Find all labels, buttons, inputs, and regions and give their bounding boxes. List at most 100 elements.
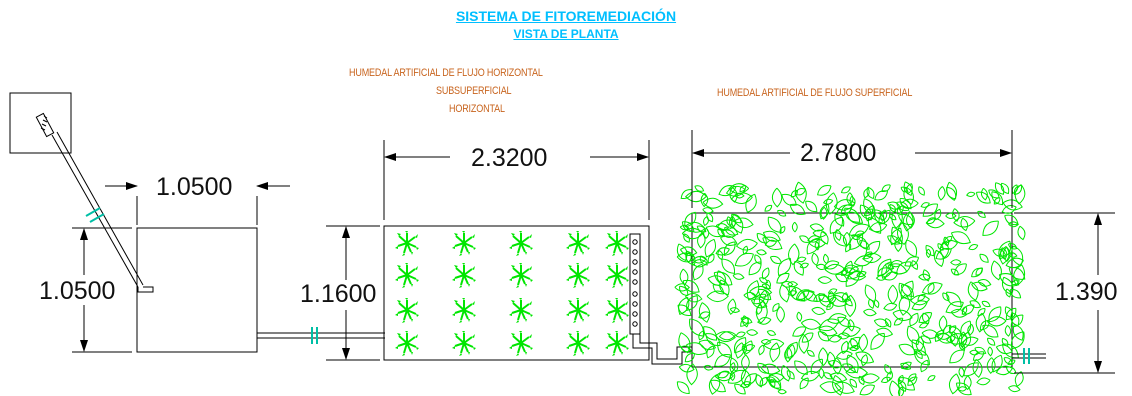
leaf-mark bbox=[887, 201, 902, 210]
leaf-mark bbox=[993, 197, 1001, 205]
leaf-mark bbox=[816, 185, 832, 196]
leaf-mark bbox=[793, 260, 804, 276]
leaf-mark bbox=[915, 350, 923, 360]
leaf-mark bbox=[777, 209, 787, 217]
leaf-mark bbox=[704, 238, 717, 258]
leaf-mark bbox=[948, 373, 961, 395]
leaf-mark bbox=[1008, 385, 1021, 393]
leaf-mark bbox=[756, 304, 763, 316]
leaf-mark bbox=[1004, 325, 1012, 337]
leaf-mark bbox=[889, 380, 901, 396]
leaf-mark bbox=[818, 347, 829, 367]
leaf-mark bbox=[851, 234, 861, 241]
leaf-mark bbox=[725, 185, 746, 197]
leaf-mark bbox=[963, 362, 979, 377]
leaf-mark bbox=[892, 309, 913, 321]
leaf-mark bbox=[754, 254, 762, 265]
leaf-mark bbox=[1010, 331, 1025, 350]
leaf-mark bbox=[1014, 371, 1024, 387]
leaf-mark bbox=[942, 292, 950, 302]
leaf-mark bbox=[980, 187, 988, 201]
leaf-mark bbox=[700, 192, 709, 208]
leaf-mark bbox=[755, 374, 764, 388]
leaf-mark bbox=[1008, 266, 1026, 280]
leaf-mark bbox=[823, 372, 833, 380]
leaf-mark bbox=[900, 284, 914, 297]
leaf-mark bbox=[741, 354, 750, 371]
leaf-mark bbox=[714, 353, 731, 367]
leaf-mark bbox=[975, 312, 987, 333]
leaf-mark bbox=[776, 272, 790, 284]
leaf-mark bbox=[684, 352, 695, 363]
leaf-mark bbox=[963, 375, 972, 391]
leaf-mark bbox=[702, 197, 724, 209]
leaf-mark bbox=[900, 362, 912, 370]
leaf-mark bbox=[927, 282, 935, 295]
leaf-mark bbox=[897, 213, 915, 225]
leaf-mark bbox=[706, 290, 729, 303]
leaf-mark bbox=[853, 255, 874, 267]
plant-icon bbox=[394, 297, 420, 324]
leaf-mark bbox=[909, 312, 919, 327]
leaf-mark bbox=[679, 268, 689, 286]
leaf-mark bbox=[769, 342, 781, 363]
leaf-mark bbox=[786, 370, 795, 380]
leaf-mark bbox=[845, 366, 869, 379]
leaf-mark bbox=[934, 208, 942, 221]
leaf-mark bbox=[860, 373, 880, 384]
leaf-mark bbox=[833, 292, 852, 303]
leaf-mark bbox=[967, 323, 974, 336]
leaf-mark bbox=[834, 229, 842, 242]
leaf-mark bbox=[703, 227, 710, 240]
leaf-mark bbox=[817, 331, 830, 342]
plant-icon bbox=[604, 330, 630, 357]
leaf-mark bbox=[881, 184, 891, 193]
leaf-mark bbox=[976, 377, 991, 386]
leaf-mark bbox=[855, 351, 875, 364]
leaf-mark bbox=[918, 312, 933, 323]
collector-pipe bbox=[629, 233, 641, 335]
leaf-mark bbox=[874, 212, 885, 225]
leaf-mark bbox=[677, 304, 692, 316]
leaf-mark bbox=[938, 315, 948, 332]
plant-icon bbox=[508, 297, 534, 324]
leaf-mark bbox=[748, 261, 762, 276]
leaf-mark bbox=[815, 263, 828, 270]
subsurface-width-dimension: 2.3200 bbox=[471, 144, 548, 172]
filter-icon bbox=[35, 112, 55, 138]
leaf-mark bbox=[723, 226, 739, 236]
plant-icon bbox=[565, 330, 591, 357]
leaf-mark bbox=[698, 330, 705, 341]
leaf-mark bbox=[729, 362, 736, 373]
leaf-mark bbox=[937, 186, 946, 201]
leaf-mark bbox=[896, 201, 910, 212]
leaf-mark bbox=[873, 318, 890, 328]
leaf-mark bbox=[692, 263, 704, 281]
leaf-mark bbox=[698, 302, 711, 323]
leaf-mark bbox=[818, 294, 830, 303]
leaf-mark bbox=[957, 386, 968, 392]
leaf-mark bbox=[921, 282, 943, 295]
leaf-mark bbox=[691, 259, 708, 268]
leaf-mark bbox=[884, 317, 892, 328]
leaf-mark bbox=[888, 213, 897, 221]
leaf-mark bbox=[767, 216, 782, 233]
leaf-mark bbox=[858, 333, 868, 352]
plant-icon bbox=[604, 230, 630, 257]
leaf-mark bbox=[992, 248, 1007, 257]
leaf-mark bbox=[796, 311, 803, 322]
leaf-mark bbox=[898, 343, 917, 356]
leaf-mark bbox=[909, 294, 930, 306]
leaf-mark bbox=[988, 189, 1000, 199]
leaf-mark bbox=[716, 270, 726, 286]
leaf-mark bbox=[987, 346, 993, 357]
leaf-mark bbox=[811, 252, 819, 266]
leaf-mark bbox=[887, 284, 899, 305]
leaf-mark bbox=[777, 389, 787, 395]
leaf-mark bbox=[877, 258, 892, 277]
leaf-mark bbox=[734, 217, 754, 229]
leaf-mark bbox=[703, 364, 714, 371]
leaf-mark bbox=[717, 341, 732, 358]
plant-icon bbox=[508, 330, 534, 357]
